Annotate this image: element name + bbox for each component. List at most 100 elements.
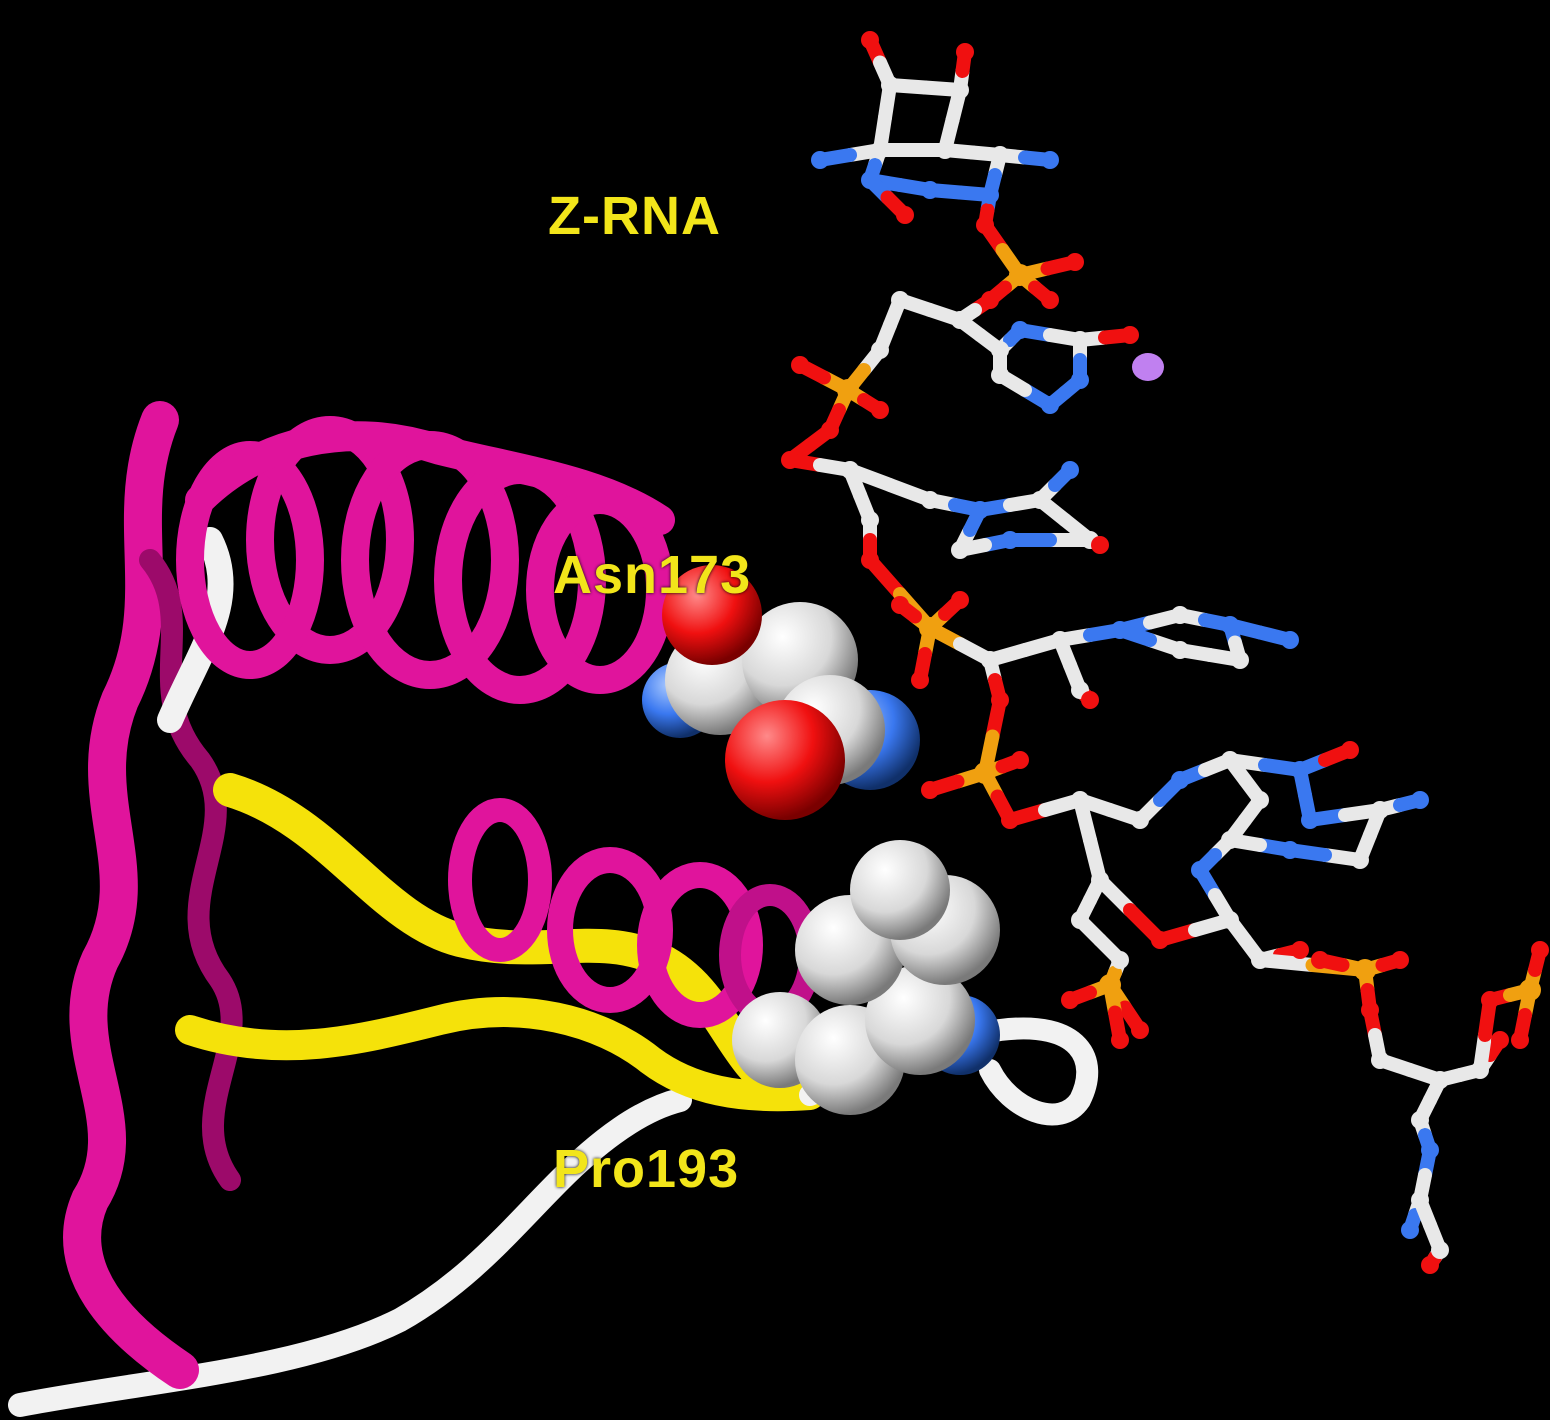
atom-nitrogen xyxy=(1171,771,1189,789)
atom-oxygen xyxy=(1131,1021,1149,1039)
atom-nitrogen xyxy=(861,171,879,189)
helix-left-shadow xyxy=(139,549,243,1191)
protein-ribbon xyxy=(8,401,1099,1417)
atom-carbon xyxy=(991,146,1009,164)
atom-oxygen xyxy=(1001,811,1019,829)
pro193-label: Pro193 xyxy=(553,1139,740,1199)
atom-oxygen xyxy=(861,31,879,49)
atom-nitrogen xyxy=(1401,1221,1419,1239)
atom-nitrogen xyxy=(1421,1141,1439,1159)
atom-oxygen xyxy=(1111,1031,1129,1049)
atom-oxygen xyxy=(951,591,969,609)
z-rna-stick-model xyxy=(781,31,1549,1274)
atom-phosphorus xyxy=(974,762,996,784)
helix-left-long xyxy=(63,401,199,1389)
atom-carbon xyxy=(1171,641,1189,659)
atom-nitrogen xyxy=(811,151,829,169)
atom-carbon xyxy=(881,76,899,94)
atom-carbon xyxy=(1411,1191,1429,1209)
atom-oxygen xyxy=(725,700,845,820)
atom-oxygen xyxy=(1091,536,1109,554)
atom-nitrogen xyxy=(981,186,999,204)
atom-oxygen xyxy=(1066,253,1084,271)
atom-oxygen xyxy=(1531,941,1549,959)
atom-nitrogen xyxy=(1011,321,1029,339)
atom-nitrogen xyxy=(1061,461,1079,479)
atom-carbon xyxy=(981,651,999,669)
atom-nitrogen xyxy=(1071,371,1089,389)
atom-oxygen xyxy=(1011,751,1029,769)
atom-nitrogen xyxy=(1041,151,1059,169)
helix-turn xyxy=(637,862,763,1028)
atom-carbon xyxy=(1471,1061,1489,1079)
atom-oxygen xyxy=(1511,1031,1529,1049)
atom-carbon xyxy=(1431,1241,1449,1259)
atom-oxygen xyxy=(871,401,889,419)
alpha-helix-upper xyxy=(176,416,675,704)
atom-oxygen xyxy=(1391,951,1409,969)
atom-nitrogen xyxy=(1411,791,1429,809)
atom-oxygen xyxy=(921,781,939,799)
atom-carbon xyxy=(1251,951,1269,969)
atom-oxygen xyxy=(791,356,809,374)
asn173-label: Asn173 xyxy=(553,545,752,605)
atom-carbon xyxy=(1131,811,1149,829)
atom-carbon xyxy=(1071,791,1089,809)
atom-carbon xyxy=(871,141,889,159)
atom-oxygen xyxy=(1361,1001,1379,1019)
atom-nitrogen xyxy=(1281,631,1299,649)
atom-carbon xyxy=(865,965,975,1075)
atom-carbon xyxy=(951,541,969,559)
atom-carbon xyxy=(1171,606,1189,624)
atom-oxygen xyxy=(956,43,974,61)
atom-oxygen xyxy=(1041,291,1059,309)
atom-nitrogen xyxy=(1301,811,1319,829)
atom-nitrogen xyxy=(1191,861,1209,879)
atom-carbon xyxy=(891,291,909,309)
atom-oxygen xyxy=(976,216,994,234)
atom-nitrogen xyxy=(1291,761,1309,779)
atom-carbon xyxy=(1411,1111,1429,1129)
atom-nitrogen xyxy=(1221,616,1239,634)
atom-oxygen xyxy=(1341,741,1359,759)
atom-oxygen xyxy=(1491,1031,1509,1049)
atom-phosphorus xyxy=(1009,264,1031,286)
atom-nitrogen xyxy=(1281,841,1299,859)
atom-oxygen xyxy=(1121,326,1139,344)
helix-arc xyxy=(185,421,675,535)
atom-carbon xyxy=(871,341,889,359)
atom-oxygen xyxy=(1311,951,1329,969)
atom-carbon xyxy=(1431,1071,1449,1089)
helix-turn xyxy=(448,798,552,962)
atom-carbon xyxy=(1221,911,1239,929)
atom-oxygen xyxy=(1081,691,1099,709)
atom-carbon xyxy=(1071,331,1089,349)
atom-carbon xyxy=(991,341,1009,359)
atom-phosphorus xyxy=(1519,979,1541,1001)
atom-nitrogen xyxy=(921,181,939,199)
atom-oxygen xyxy=(662,565,762,665)
atom-carbon xyxy=(850,840,950,940)
atom-oxygen xyxy=(1481,991,1499,1009)
atom-oxygen xyxy=(991,691,1009,709)
atom-carbon xyxy=(1231,651,1249,669)
atom-carbon xyxy=(991,366,1009,384)
atom-nitrogen xyxy=(1041,396,1059,414)
atom-oxygen xyxy=(821,421,839,439)
atom-oxygen xyxy=(981,291,999,309)
atom-carbon xyxy=(1221,831,1239,849)
atom-carbon xyxy=(1071,911,1089,929)
atom-oxygen xyxy=(1061,991,1079,1009)
atom-oxygen xyxy=(1151,931,1169,949)
atom-phosphorus xyxy=(1354,959,1376,981)
atom-carbon xyxy=(841,461,859,479)
atom-nitrogen xyxy=(971,501,989,519)
atom-carbon xyxy=(1221,751,1239,769)
atom-oxygen xyxy=(896,206,914,224)
z-rna-label: Z-RNA xyxy=(548,186,721,246)
atom-phosphorus xyxy=(1099,974,1121,996)
atom-nitrogen xyxy=(1111,621,1129,639)
atom-oxygen xyxy=(1291,941,1309,959)
